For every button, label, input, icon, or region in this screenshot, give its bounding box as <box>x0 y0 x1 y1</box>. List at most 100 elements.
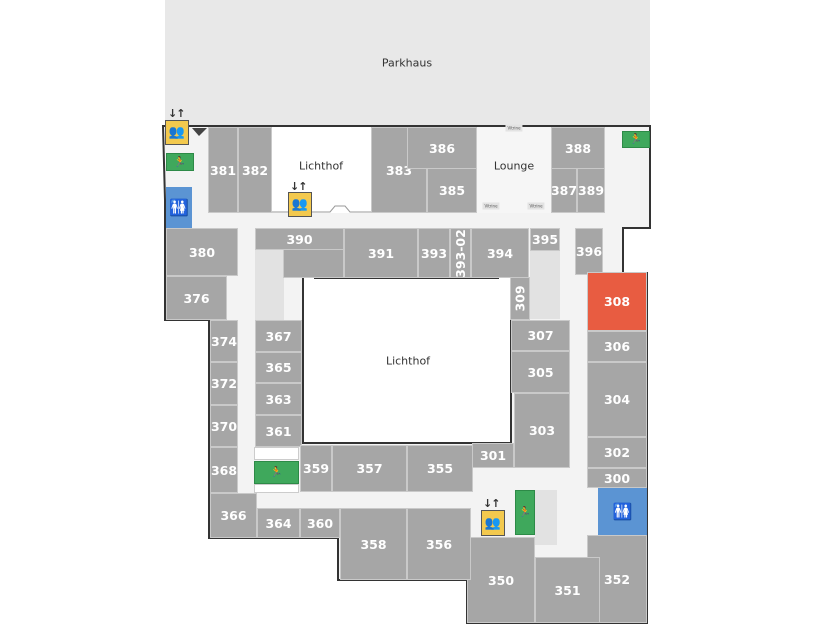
room-number: 360 <box>306 515 334 531</box>
elevator-arrows-icon: ↓↑ <box>290 180 307 193</box>
room-number: 307 <box>527 328 554 343</box>
room-number: 350 <box>487 572 515 588</box>
room-number: 361 <box>265 423 292 439</box>
room-number: 387 <box>550 183 578 198</box>
room-number: 358 <box>360 536 387 552</box>
stairwell-area <box>255 250 284 320</box>
room-307[interactable]: 307 <box>511 320 570 351</box>
emergency-exit-icon: 🏃 <box>254 461 299 484</box>
room-number: 396 <box>575 244 603 259</box>
room-number: 303 <box>528 423 556 438</box>
room-376[interactable]: 376 <box>166 276 227 320</box>
room-304[interactable]: 304 <box>587 362 647 437</box>
room-number: 357 <box>356 461 383 476</box>
restroom-icon[interactable]: 🚻 <box>598 488 647 535</box>
room-350[interactable]: 350 <box>467 537 535 623</box>
room-number: 368 <box>210 462 238 478</box>
stairwell-area <box>535 490 557 545</box>
restroom-icon[interactable]: 🚻 <box>166 187 192 228</box>
emergency-exit-icon: 🏃 <box>622 131 650 148</box>
room-number: 306 <box>603 339 631 354</box>
room-number: 304 <box>603 392 631 407</box>
room-370[interactable]: 370 <box>210 405 238 447</box>
room-302[interactable]: 302 <box>587 437 647 468</box>
room-number: 359 <box>302 461 330 476</box>
room-number: 365 <box>265 360 292 375</box>
room-number: 388 <box>564 140 592 156</box>
room-382[interactable]: 382 <box>238 127 272 213</box>
room-385[interactable]: 385 <box>427 168 477 213</box>
room-367[interactable]: 367 <box>255 320 302 352</box>
room-number: 366 <box>220 508 247 523</box>
room-number: 305 <box>527 364 554 380</box>
room-360[interactable]: 360 <box>300 508 340 538</box>
room-356[interactable]: 356 <box>407 508 471 580</box>
room-306[interactable]: 306 <box>587 331 647 362</box>
room-number: 308 <box>603 294 631 309</box>
room-number: 301 <box>479 448 507 463</box>
room-390-wing[interactable] <box>283 249 344 278</box>
room-308[interactable]: 308 <box>587 272 647 331</box>
room-387[interactable]: 387 <box>551 168 577 213</box>
atrium-top-label: Lichthof <box>298 159 344 173</box>
room-number: 390 <box>286 231 313 247</box>
room-301[interactable]: 301 <box>472 443 514 468</box>
room-364[interactable]: 364 <box>257 508 300 538</box>
vitrine-label: Vitrine <box>527 202 545 210</box>
parking-garage-area <box>165 0 650 125</box>
room-number: 391 <box>367 245 395 261</box>
room-366[interactable]: 366 <box>210 493 257 538</box>
room-number: 395 <box>531 232 559 247</box>
elevator-icon[interactable]: 👥 <box>288 192 312 217</box>
room-number: 383 <box>385 162 413 178</box>
elevator-icon[interactable]: 👥 <box>165 120 189 145</box>
room-368[interactable]: 368 <box>210 447 238 493</box>
room-309[interactable]: 309 <box>510 277 530 320</box>
room-number: 385 <box>438 183 466 198</box>
room-374[interactable]: 374 <box>210 320 238 362</box>
room-380[interactable]: 380 <box>166 228 238 276</box>
room-363[interactable]: 363 <box>255 383 302 415</box>
vitrine-label: Vitrine <box>482 202 500 210</box>
room-386[interactable]: 386 <box>407 127 477 169</box>
emergency-exit-icon: 🏃 <box>166 153 194 171</box>
room-388[interactable]: 388 <box>551 127 605 169</box>
room-361[interactable]: 361 <box>255 415 302 447</box>
elevator-icon[interactable]: 👥 <box>481 510 505 536</box>
emergency-exit-icon: 🏃 <box>515 490 535 535</box>
room-391[interactable]: 391 <box>344 228 418 278</box>
room-357[interactable]: 357 <box>332 445 407 492</box>
stairwell-area <box>530 251 560 319</box>
room-372[interactable]: 372 <box>210 362 238 405</box>
room-396[interactable]: 396 <box>575 228 603 275</box>
room-number: 394 <box>486 245 514 261</box>
room-number: 376 <box>183 290 210 306</box>
room-394[interactable]: 394 <box>471 228 529 278</box>
lounge-label: Lounge <box>493 159 535 173</box>
room-395[interactable]: 395 <box>530 228 560 251</box>
room-300[interactable]: 300 <box>587 468 647 488</box>
room-359[interactable]: 359 <box>300 445 332 492</box>
room-number: 386 <box>428 140 456 156</box>
room-381[interactable]: 381 <box>208 127 238 213</box>
room-358[interactable]: 358 <box>340 508 407 580</box>
room-number: 309 <box>512 285 528 312</box>
vitrine-label: Vitrine <box>505 124 523 132</box>
parking-label: Parkhaus <box>381 56 433 70</box>
room-number: 372 <box>210 376 238 391</box>
room-365[interactable]: 365 <box>255 352 302 383</box>
room-number: 393 <box>420 245 448 261</box>
room-number: 355 <box>426 461 454 476</box>
room-393-02[interactable]: 393-02 <box>450 228 471 278</box>
room-number: 374 <box>210 333 238 349</box>
room-351[interactable]: 351 <box>535 557 600 623</box>
room-390[interactable]: 390 <box>255 228 344 250</box>
room-389[interactable]: 389 <box>577 168 605 213</box>
room-355[interactable]: 355 <box>407 445 473 492</box>
elevator-arrows-icon: ↓↑ <box>168 107 185 120</box>
room-number: 380 <box>188 244 216 260</box>
room-393[interactable]: 393 <box>418 228 450 278</box>
room-305[interactable]: 305 <box>511 351 570 393</box>
room-303[interactable]: 303 <box>514 393 570 468</box>
